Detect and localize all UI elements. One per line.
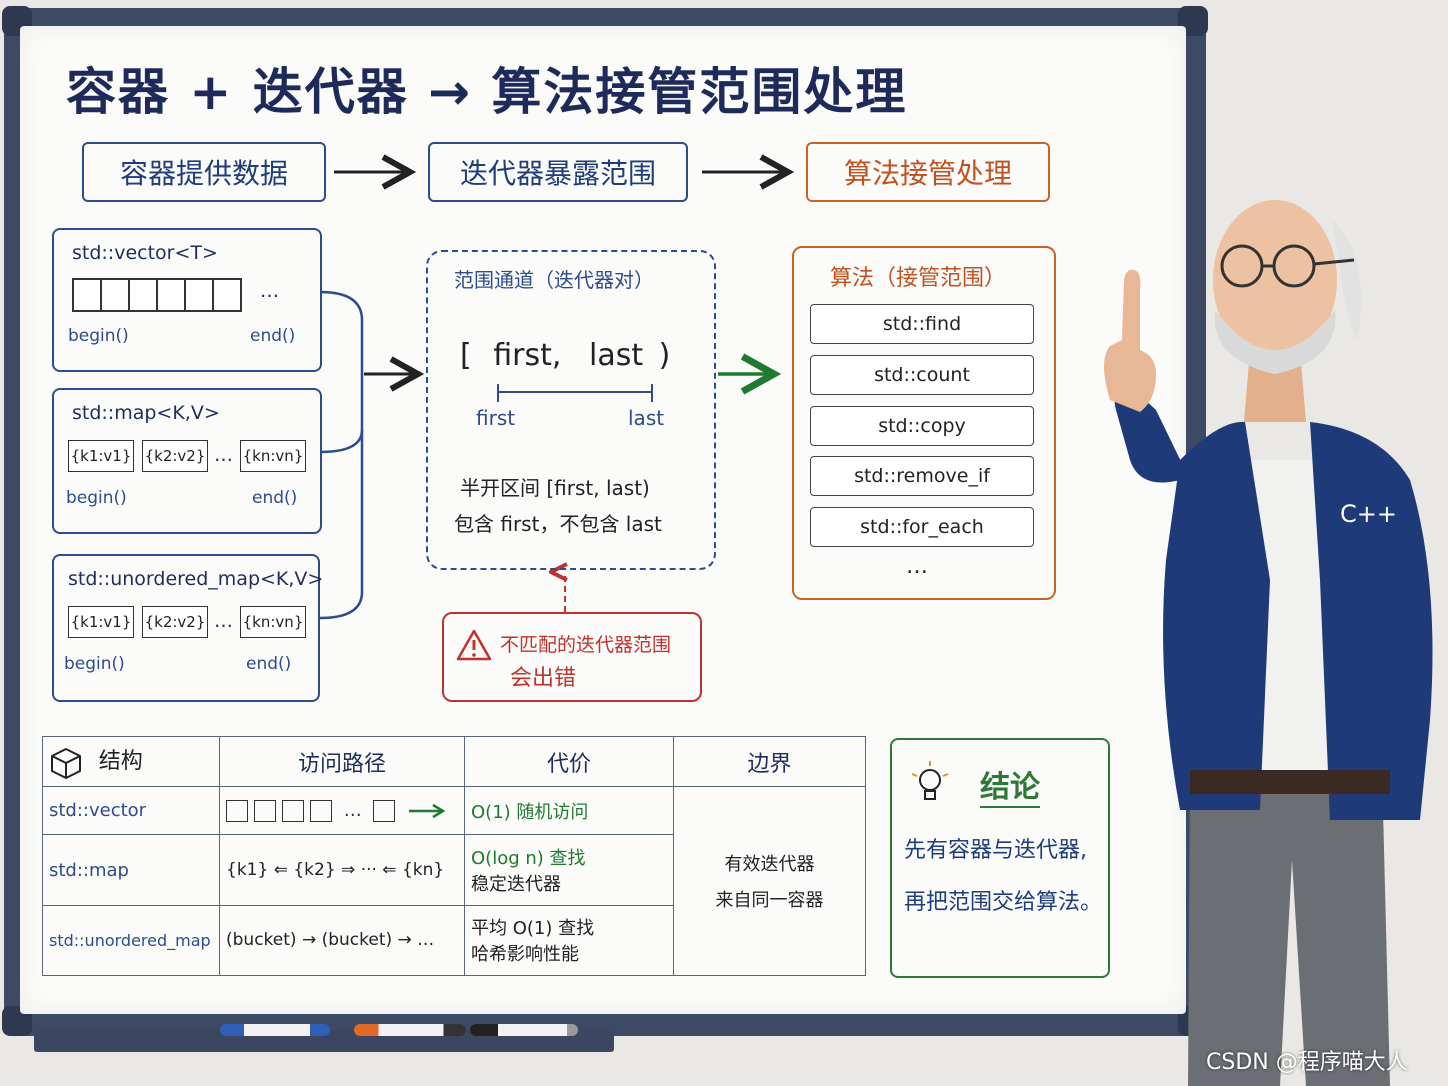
- row-vector-path: …: [219, 786, 465, 836]
- vector-cells: [72, 278, 242, 312]
- green-arrow-icon: [409, 803, 446, 818]
- header-cost: 代价: [464, 735, 674, 788]
- umap-kv: {kn:vn}: [240, 606, 306, 638]
- first-marker-label: first: [476, 406, 516, 430]
- algorithms-title: 算法（接管范围）: [830, 266, 1007, 291]
- algorithms-panel: 算法（接管范围） std::find std::count std::copy …: [792, 246, 1056, 600]
- presenter-illustration: C++: [1104, 200, 1433, 1086]
- cube-icon: [51, 748, 81, 780]
- vector-cell: [184, 278, 214, 312]
- header-structure-label: 结构: [98, 749, 143, 775]
- jacket-badge: C++: [1340, 500, 1397, 528]
- flow-step-algorithm: 算法接管处理: [806, 142, 1050, 202]
- umap-cost-line2: 哈希影响性能: [471, 944, 579, 966]
- row-umap-cost: 平均 O(1) 查找 哈希影响性能: [464, 904, 674, 977]
- vector-cell: [72, 278, 102, 312]
- row-umap-name: std::unordered_map: [42, 904, 220, 977]
- umap-end: end(): [246, 654, 292, 674]
- blue-marker: [220, 1024, 330, 1036]
- warning-line1: 不匹配的迭代器范围: [500, 634, 672, 656]
- range-channel-panel: 范围通道（迭代器对） [ first, last ) first last 半开…: [426, 250, 716, 570]
- algo-for-each: std::for_each: [810, 507, 1034, 547]
- umap-kv: {k1:v1}: [68, 606, 134, 638]
- umap-kv: {k2:v2}: [142, 606, 208, 638]
- row-map-name: std::map: [42, 834, 220, 906]
- boundary-line1: 有效迭代器: [724, 854, 815, 876]
- flow-step-iterator: 迭代器暴露范围: [428, 142, 688, 202]
- warning-icon: [456, 629, 492, 661]
- map-cost-line1: O(log n) 查找: [471, 848, 586, 870]
- vector-cell: [156, 278, 186, 312]
- umap-begin: begin(): [64, 654, 125, 674]
- inclusion-line: 包含 first，不包含 last: [454, 512, 662, 536]
- path-square: [373, 799, 396, 822]
- algo-count: std::count: [810, 355, 1034, 395]
- boundary-line2: 来自同一容器: [715, 890, 824, 912]
- header-boundary: 边界: [673, 735, 866, 788]
- map-kv: {k1:v1}: [68, 440, 134, 472]
- algo-remove-if: std::remove_if: [810, 456, 1034, 496]
- path-square: [310, 799, 332, 822]
- row-umap-path: (bucket) → (bucket) → …: [219, 904, 465, 977]
- map-end: end(): [252, 488, 298, 508]
- mismatch-warning: 不匹配的迭代器范围 会出错: [442, 612, 702, 702]
- vector-label: std::vector<T>: [72, 242, 218, 264]
- header-structure: 结构: [42, 735, 220, 788]
- range-first: first: [493, 338, 552, 373]
- conclusion-panel: 结论 先有容器与迭代器, 再把范围交给算法。: [890, 738, 1110, 978]
- range-last: last: [588, 338, 644, 373]
- marker-tray: [34, 1030, 614, 1052]
- path-square: [254, 799, 276, 822]
- map-panel: std::map<K,V> {k1:v1} {k2:v2} … {kn:vn} …: [52, 388, 322, 534]
- range-comma: ,: [551, 338, 562, 373]
- unordered-map-label: std::unordered_map<K,V>: [68, 568, 324, 590]
- last-marker-label: last: [628, 406, 665, 430]
- algo-copy: std::copy: [810, 406, 1034, 446]
- path-ellipsis: …: [343, 799, 362, 821]
- header-path: 访问路径: [219, 735, 465, 788]
- flow-step-container: 容器提供数据: [82, 142, 326, 202]
- watermark: CSDN @程序喵大人: [1206, 1050, 1408, 1075]
- path-square: [226, 799, 248, 822]
- vector-ellipsis: …: [260, 280, 279, 302]
- conclusion-line2: 再把范围交给算法。: [904, 890, 1103, 915]
- vector-cell: [128, 278, 158, 312]
- row-map-path: {k1} ⇐ {k2} ⇒ ··· ⇐ {kn}: [219, 834, 465, 906]
- range-title: 范围通道（迭代器对）: [454, 268, 654, 292]
- umap-cost-line1: 平均 O(1) 查找: [471, 918, 595, 940]
- path-square: [282, 799, 304, 822]
- algo-ellipsis: …: [906, 554, 928, 579]
- row-vector-cost: O(1) 随机访问: [464, 786, 674, 836]
- algo-find: std::find: [810, 304, 1034, 344]
- vector-cell: [100, 278, 130, 312]
- map-label: std::map<K,V>: [72, 402, 220, 424]
- map-ellipsis: …: [214, 444, 233, 466]
- row-map-cost: O(log n) 查找 稳定迭代器: [464, 834, 674, 906]
- warning-line2: 会出错: [510, 666, 577, 691]
- boundary-cell: 有效迭代器 来自同一容器: [673, 786, 866, 976]
- row-vector-name: std::vector: [42, 786, 220, 836]
- conclusion-title: 结论: [980, 762, 1040, 808]
- lightbulb-icon: [911, 761, 949, 800]
- vector-cell: [212, 278, 242, 312]
- conclusion-line1: 先有容器与迭代器,: [904, 838, 1087, 863]
- range-bar: [497, 384, 653, 402]
- range-pair: [ first, last ): [460, 338, 670, 373]
- half-open-line: 半开区间 [first, last): [460, 476, 650, 500]
- vector-end: end(): [250, 326, 296, 346]
- range-open: [: [460, 338, 472, 373]
- umap-ellipsis: …: [214, 610, 233, 632]
- map-begin: begin(): [66, 488, 127, 508]
- orange-marker: [354, 1024, 466, 1036]
- map-kv: {kn:vn}: [240, 440, 306, 472]
- diagram-title: 容器 + 迭代器 → 算法接管范围处理: [66, 63, 908, 121]
- map-cost-line2: 稳定迭代器: [471, 874, 561, 896]
- vector-begin: begin(): [68, 326, 129, 346]
- unordered-map-panel: std::unordered_map<K,V> {k1:v1} {k2:v2} …: [52, 554, 324, 702]
- map-kv: {k2:v2}: [142, 440, 208, 472]
- range-close: ): [658, 338, 671, 373]
- comparison-table: 结构 访问路径 代价 边界 std::vector … O(1) 随机访问 有效…: [42, 735, 866, 977]
- vector-panel: std::vector<T> … begin() end(): [52, 228, 322, 372]
- black-marker: [470, 1024, 578, 1036]
